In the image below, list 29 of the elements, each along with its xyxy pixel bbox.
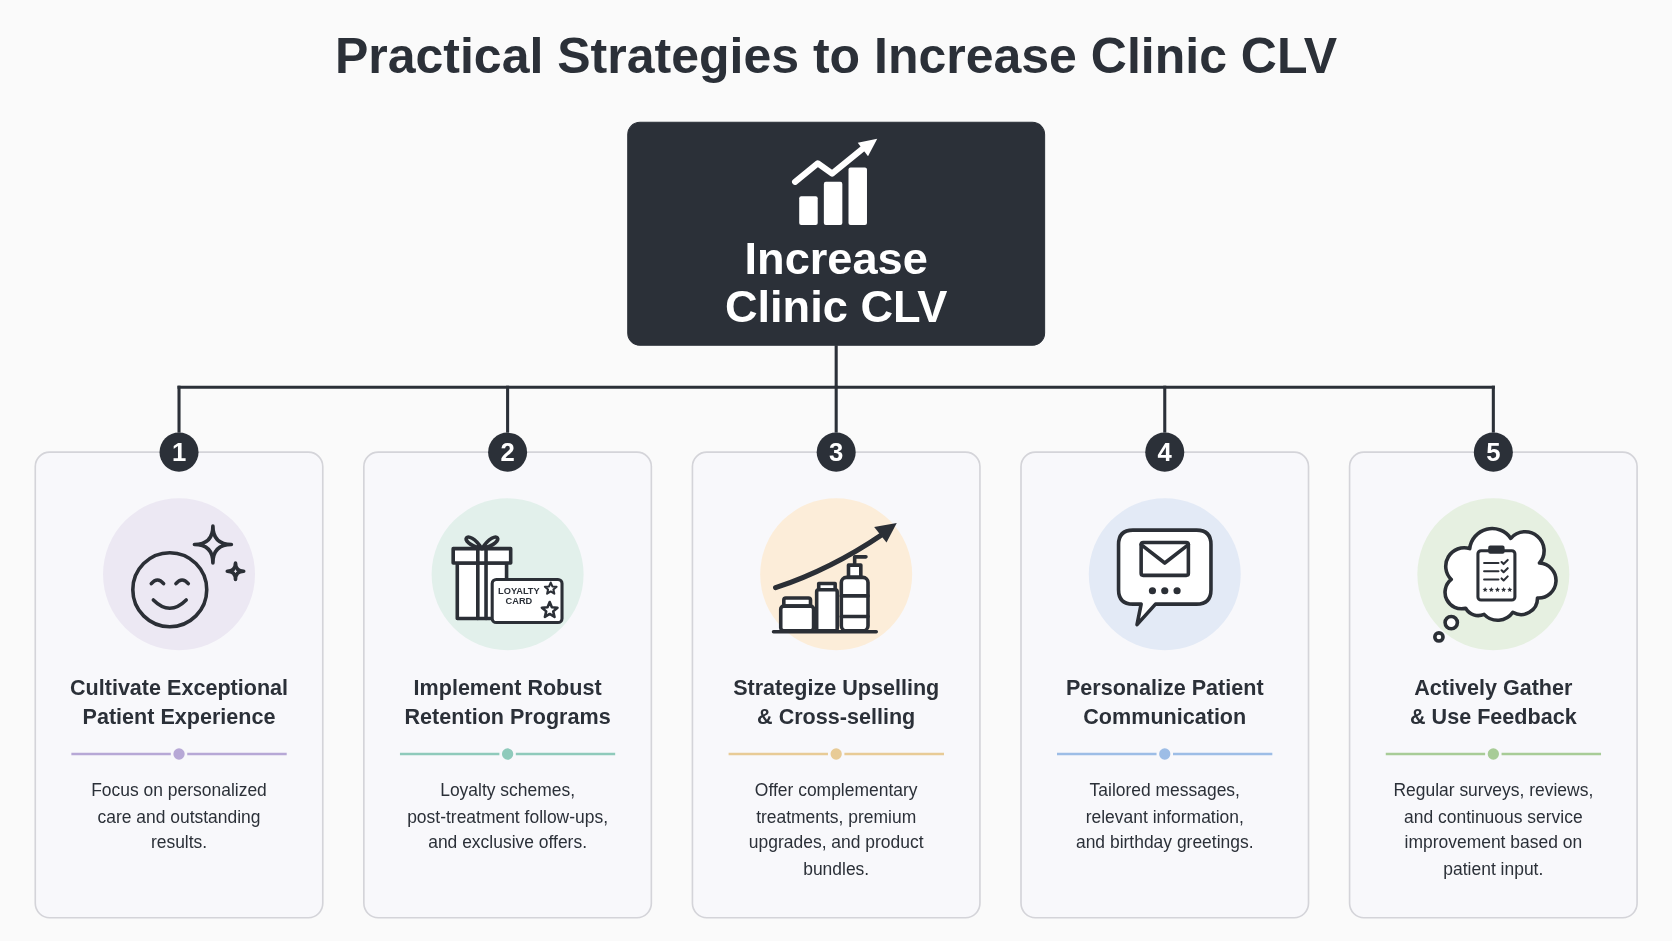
card-heading: Personalize Patient Communication (1064, 675, 1265, 731)
card-heading: Actively Gather & Use Feedback (1408, 675, 1578, 731)
card-heading: Strategize Upselling & Cross-selling (731, 675, 941, 731)
connector-line (1163, 385, 1167, 433)
step-number: 4 (1145, 432, 1185, 472)
strategy-card (1348, 432, 1638, 919)
card-heading: Implement Robust Retention Programs (403, 675, 612, 731)
card-heading: Cultivate Exceptional Patient Experience (68, 675, 289, 731)
diagram-title: Practical Strategies to Increase Clinic CLV (333, 27, 1339, 86)
strategy-card (34, 432, 324, 919)
strategy-card (691, 432, 981, 919)
node-title: Increase Clinic CLV (723, 235, 949, 331)
connector-line (177, 385, 181, 433)
card-description: Offer complementary treatments, premium upgrades, and product bundles. (747, 780, 925, 882)
step-number: 1 (159, 432, 199, 472)
connector-line (505, 385, 509, 433)
card-description: Regular surveys, reviews, and continuous service improvement based on patient input. (1392, 780, 1595, 882)
card-description: Tailored messages, relevant information, and birthday greetings. (1074, 780, 1255, 856)
card-description: Focus on personalized care and outstanding results. (90, 780, 268, 856)
step-number: 5 (1473, 432, 1513, 472)
connector-line (834, 385, 838, 433)
step-number: 3 (816, 432, 856, 472)
card-description: Loyalty schemes, post-treatment follow-ups, and exclusive offers. (406, 780, 609, 856)
step-number: 2 (487, 432, 527, 472)
strategy-card (1020, 432, 1310, 919)
strategy-card (362, 432, 652, 919)
connector-line (1491, 385, 1495, 433)
loyalty-card-text: LOYALTY CARD (496, 585, 541, 607)
goal-box (627, 121, 1045, 346)
